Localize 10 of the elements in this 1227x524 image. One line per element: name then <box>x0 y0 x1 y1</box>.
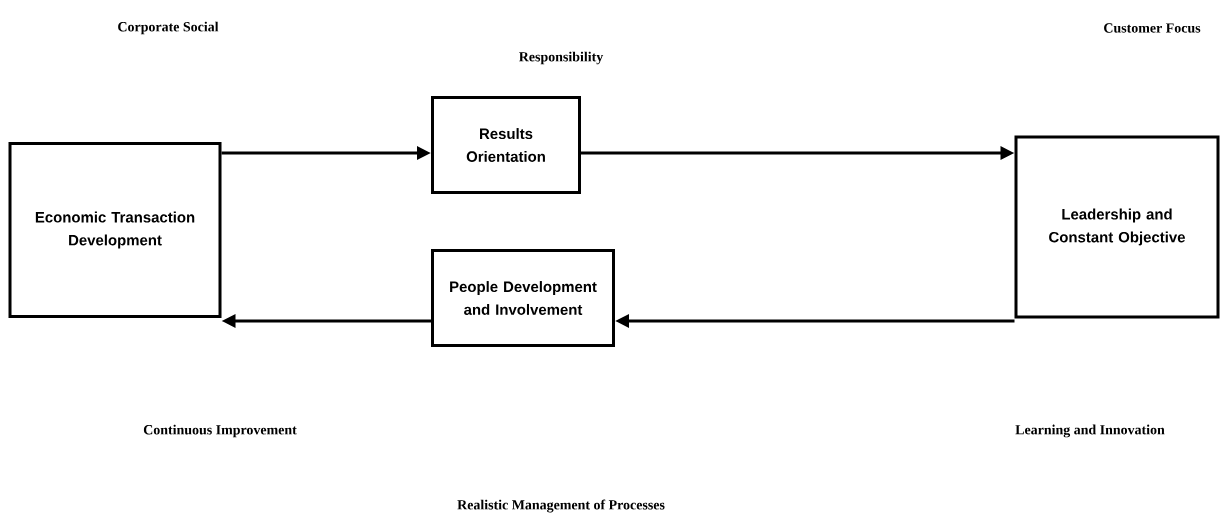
process-box: Economic Transaction Development <box>8 142 222 318</box>
label: Realistic Management of Processes <box>457 499 665 513</box>
label: Learning and Innovation <box>1015 424 1165 438</box>
process-box: Leadership and Constant Objective <box>1014 135 1220 319</box>
process-box: Results Orientation <box>431 96 581 194</box>
label: Corporate Social <box>118 21 219 35</box>
process-box: People Development and Involvement <box>431 249 615 347</box>
label: Responsibility <box>519 51 604 65</box>
label: Continuous Improvement <box>143 424 297 438</box>
label: Customer Focus <box>1104 23 1201 33</box>
